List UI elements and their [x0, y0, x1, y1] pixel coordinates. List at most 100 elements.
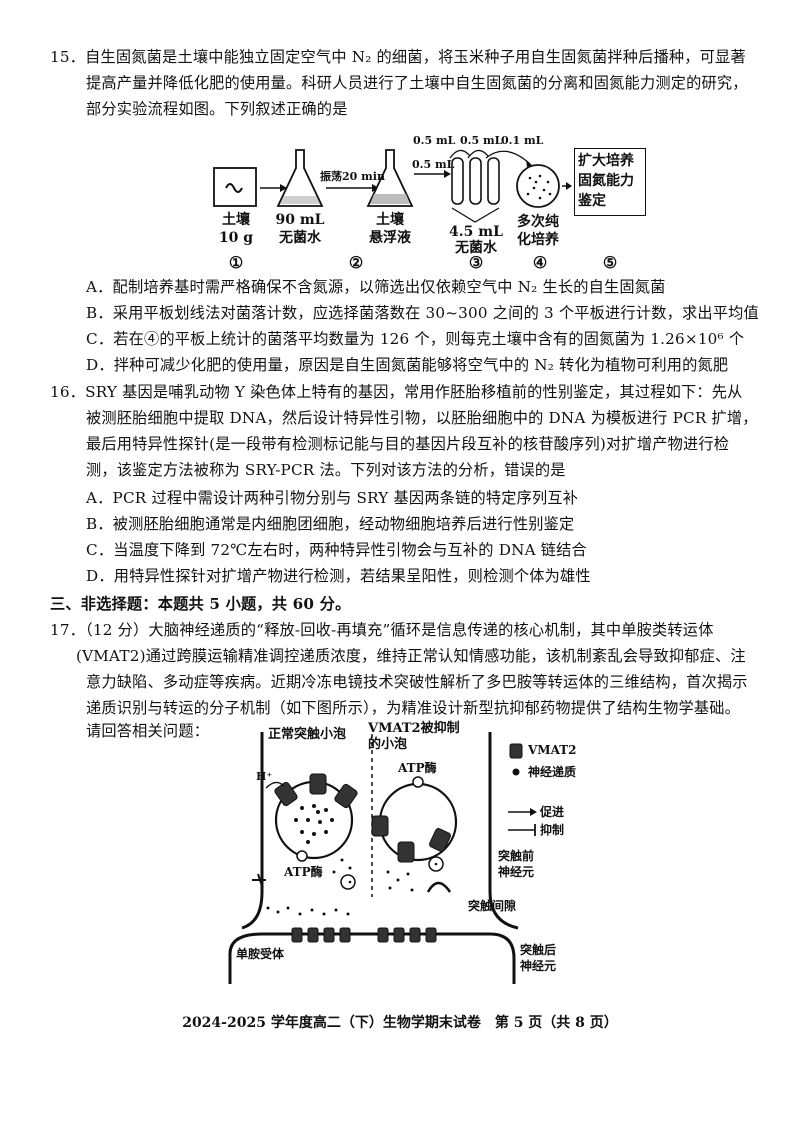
step-2-label: ② — [348, 253, 364, 272]
q15-diagram: 土壤 10 g 90 mL 无菌水 振荡20 min 土壤 悬浮液 0.5 mL… — [200, 132, 680, 274]
soil-squiggle-icon — [225, 183, 243, 193]
soil-sample-box — [213, 167, 257, 207]
monoamine-receptor — [409, 927, 421, 943]
q16-stem-line-3: 最后用特异性探针(是一段带有检测标记能与目的基因片段互补的核苷酸序列)对扩增产物… — [86, 435, 730, 453]
flask-2-suspension-label: 悬浮液 — [369, 230, 411, 246]
petri-dish-icon — [516, 164, 560, 208]
flask-2-icon — [366, 149, 414, 207]
q16-stem-line-2: 被测胚胎细胞中提取 DNA，然后设计特异性引物，以胚胎细胞中的 DNA 为模板进… — [86, 409, 758, 427]
legend-vmat2-icon — [509, 743, 523, 759]
q15-stem-line-3: 部分实验流程如图。下列叙述正确的是 — [86, 100, 348, 118]
monoamine-receptor — [377, 927, 389, 943]
tubes-volume-label: 4.5 mL — [449, 224, 503, 240]
q16-option-c: C．当温度下降到 72℃左右时，两种特异性引物会与互补的 DNA 链结合 — [86, 541, 587, 559]
q17-stem-line-4: 递质识别与转运的分子机制（如下图所示），为精准设计新型抗抑郁药物提供了结构生物学… — [86, 699, 741, 717]
final-step-line-3: 鉴定 — [578, 193, 606, 209]
presynaptic-label-1: 突触前 — [498, 849, 535, 863]
atpase-top-label: ATP酶 — [398, 761, 437, 775]
monoamine-receptor — [307, 927, 319, 943]
q17-stem-line-2: (VMAT2)通过跨膜运输精准调控递质浓度，维持正常认知情感功能，该机制紊乱会导… — [76, 647, 746, 665]
test-tube-2-icon — [469, 157, 482, 205]
monoamine-receptor — [291, 927, 303, 943]
page-footer: 2024-2025 学年度高二（下）生物学期末试卷 第 5 页（共 8 页） — [182, 1015, 618, 1031]
legend-neurotransmitter-icon — [512, 768, 520, 776]
plate-label-2: 化培养 — [517, 232, 559, 248]
inhibited-vesicle-label-1: VMAT2被抑制 — [368, 721, 460, 736]
arrow-icon — [372, 184, 379, 192]
final-step-line-2: 固氮能力 — [578, 173, 634, 189]
top-volume-label-2: 0.5 mL — [460, 134, 503, 147]
q17-stem-line-5: 请回答相关问题： — [86, 722, 210, 740]
q15-stem-line-1: 15．自生固氮菌是土壤中能独立固定空气中 N₂ 的细菌，将玉米种子用自生固氮菌拌… — [50, 48, 746, 66]
vmat2-protein — [274, 781, 298, 807]
monoamine-receptor — [393, 927, 405, 943]
top-volume-label-3: 0.1 mL — [501, 134, 544, 147]
reuptake-transporter — [252, 873, 266, 887]
atpase-icon — [412, 776, 424, 788]
postsynaptic-membrane — [228, 932, 516, 984]
vmat2-protein — [397, 841, 415, 863]
q17-stem-line-3: 意力缺陷、多动症等疾病。近期冷冻电镜技术突破性解析了多巴胺等转运体的三维结构，首… — [86, 673, 748, 691]
presynaptic-membrane — [241, 732, 519, 930]
receptor-label: 单胺受体 — [236, 947, 285, 961]
q15-stem-line-2: 提高产量并降低化肥的使用量。科研人员进行了土壤中自生固氮菌的分离和固氮能力测定的… — [86, 74, 748, 92]
legend-promote-arrow-icon — [530, 808, 537, 816]
test-tube-1-icon — [451, 157, 464, 205]
q17-stem-line-1: 17．（12 分）大脑神经递质的“释放-回收-再填充”循环是信息传递的核心机制，… — [50, 621, 714, 639]
vmat2-protein — [334, 783, 358, 809]
final-step-box: 扩大培养 固氮能力 鉴定 — [574, 148, 646, 216]
step-4-label: ④ — [532, 253, 548, 272]
step-3-label: ③ — [468, 253, 484, 272]
proton-label: H⁺ — [256, 770, 273, 783]
q15-option-d: D．拌种可减少化肥的使用量，原因是自生固氮菌能够将空气中的 N₂ 转化为植物可利… — [86, 356, 729, 374]
monoamine-receptor — [425, 927, 437, 943]
legend-neurotransmitter-label: 神经递质 — [528, 765, 577, 779]
atpase-left-label: ATP酶 — [284, 865, 323, 879]
arrow-icon — [280, 184, 287, 192]
arrow-icon — [566, 182, 572, 190]
q15-option-b: B．采用平板划线法对菌落计数，应选择菌落数在 30~300 之间的 3 个平板进… — [86, 304, 759, 322]
postsynaptic-label-1: 突触后 — [520, 943, 557, 957]
presynaptic-label-2: 神经元 — [498, 865, 535, 879]
section-3-heading: 三、非选择题：本题共 5 小题，共 60 分。 — [50, 595, 351, 613]
legend-promote-label: 促进 — [540, 805, 565, 819]
soil-mass-label: 10 g — [218, 230, 254, 246]
q16-stem-line-1: 16．SRY 基因是哺乳动物 Y 染色体上特有的基因，常用作胚胎移植前的性别鉴定… — [50, 383, 743, 401]
normal-vesicle-label: 正常突触小泡 — [268, 727, 347, 742]
vmat2-protein — [309, 773, 327, 795]
plate-label-1: 多次纯 — [517, 214, 559, 230]
shake-label: 振荡20 min — [320, 170, 385, 183]
step-5-label: ⑤ — [602, 253, 618, 272]
q15-option-c: C．若在④的平板上统计的菌落平均数量为 126 个，则每克土壤中含有的固氮菌为 … — [86, 330, 745, 348]
arrow-icon — [444, 170, 451, 178]
postsynaptic-label-2: 神经元 — [520, 959, 557, 973]
small-vesicle — [340, 874, 356, 890]
top-volume-label-1: 0.5 mL — [413, 134, 456, 147]
monoamine-receptor — [323, 927, 335, 943]
legend-vmat2-label: VMAT2 — [528, 743, 577, 757]
flask-1-icon — [276, 149, 324, 207]
soil-label: 土壤 — [222, 212, 250, 228]
q15-diagram-drawing — [213, 149, 572, 223]
q16-option-d: D．用特异性探针对扩增产物进行检测，若结果呈阳性，则检测个体为雄性 — [86, 567, 591, 585]
test-tube-3-icon — [487, 157, 500, 205]
vmat2-protein — [371, 815, 389, 837]
q16-option-a: A．PCR 过程中需设计两种引物分别与 SRY 基因两条链的特定序列互补 — [86, 489, 579, 507]
flask-1-volume-label: 90 mL — [275, 212, 325, 228]
flask-2-soil-label: 土壤 — [376, 212, 404, 228]
inhibited-vesicle-label-2: 的小泡 — [368, 737, 408, 752]
q15-option-a: A．配制培养基时需严格确保不含氮源，以筛选出仅依赖空气中 N₂ 生长的自生固氮菌 — [86, 278, 666, 296]
tubes-water-label: 无菌水 — [455, 240, 497, 256]
step-1-label: ① — [228, 253, 244, 272]
q16-option-b: B．被测胚胎细胞通常是内细胞团细胞，经动物细胞培养后进行性别鉴定 — [86, 515, 575, 533]
vmat2-protein — [429, 828, 451, 852]
q17-diagram: 正常突触小泡 VMAT2被抑制 的小泡 ATP酶 ATP酶 H⁺ VMAT2 神… — [222, 722, 594, 984]
flask-1-water-label: 无菌水 — [279, 230, 321, 246]
atpase-icon — [296, 850, 308, 862]
q16-stem-line-4: 测，该鉴定方法被称为 SRY-PCR 法。下列对该方法的分析，错误的是 — [86, 461, 566, 479]
final-step-line-1: 扩大培养 — [578, 153, 634, 169]
q17-diagram-drawing — [228, 732, 537, 984]
monoamine-receptor — [339, 927, 351, 943]
legend-inhibit-label: 抑制 — [540, 823, 565, 837]
